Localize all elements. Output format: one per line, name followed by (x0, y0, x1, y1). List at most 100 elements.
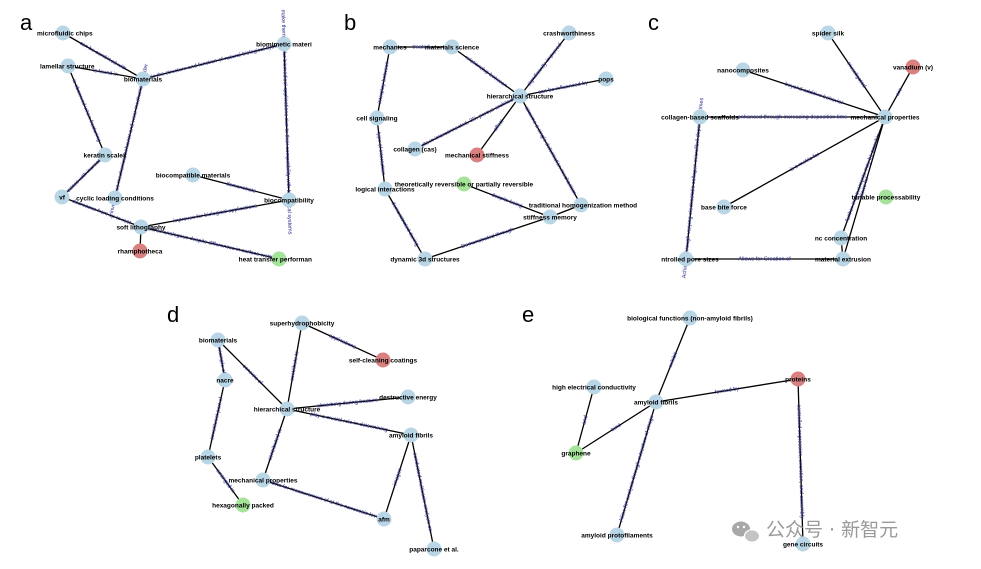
node-keratin-scales[interactable]: keratin scales (83, 147, 127, 163)
edge-label: example of (216, 346, 227, 374)
node-material-extrusion[interactable]: material extrusion (815, 251, 871, 267)
node-biocompatible-materials[interactable]: biocompatible materials (156, 167, 231, 183)
node-cyclic-loading-conditions[interactable]: cyclic loading conditions (76, 190, 154, 206)
node-gene-circuits[interactable]: gene circuits (783, 536, 823, 552)
node-mechanical-properties[interactable]: mechanical properties (851, 109, 920, 125)
node-spider-silk[interactable]: spider silk (812, 25, 845, 41)
node-biomaterials[interactable]: biomaterials (124, 71, 163, 87)
node-mechanics[interactable]: mechanics (373, 39, 407, 55)
node-traditional-homogenization-method[interactable]: traditional homogenization method (529, 197, 637, 213)
node-logical-interactions[interactable]: logical interactions (355, 181, 415, 197)
node-nanocomposites[interactable]: nanocomposites (717, 62, 769, 78)
node-dynamic-3d-structures[interactable]: dynamic 3d structures (390, 251, 460, 267)
node-tunable-processability[interactable]: tunable processability (852, 189, 921, 205)
edge-label: demonstrate (225, 181, 256, 195)
node-marker (54, 189, 70, 205)
node-crashworthiness[interactable]: crashworthiness (543, 25, 595, 41)
edge-d4-d8 (207, 379, 226, 458)
edge-a3-a4 (142, 43, 285, 80)
edge-b5-b4 (519, 78, 607, 97)
node-amyloid-fibrils[interactable]: amyloid fibrils (389, 427, 433, 443)
edge-e3-e7 (797, 378, 804, 545)
edge-a2-a3 (67, 65, 144, 80)
node-marker (426, 541, 442, 557)
edge-label: and (581, 415, 589, 425)
node-label: traditional homogenization method (529, 202, 637, 209)
edge-label: demonstrated during (390, 201, 420, 248)
edge-d6-d7 (286, 408, 412, 436)
node-biocompatibility[interactable]: biocompatibility (264, 192, 314, 208)
node-label: proteins (785, 376, 811, 383)
node-proteins[interactable]: proteins (785, 371, 811, 387)
node-label: platelets (195, 454, 222, 461)
node-destructive-energy[interactable]: destructive energy (379, 389, 437, 405)
edge-a4-a9 (283, 43, 290, 201)
node-ntrolled-pore-sizes[interactable]: ntrolled pore sizes (661, 251, 719, 267)
node-vanadium-v[interactable]: vanadium (v) (893, 59, 933, 75)
node-hierarchical-structure[interactable]: hierarchical structure (254, 401, 321, 417)
node-biomaterials[interactable]: biomaterials (199, 332, 238, 348)
node-mechanical-properties[interactable]: mechanical properties (229, 472, 298, 488)
node-biological-functions-non-amyloid-fibrils[interactable]: biological functions (non-amyloid fibril… (627, 310, 753, 326)
node-heat-transfer-performan[interactable]: heat transfer performan (239, 251, 312, 267)
node-afm[interactable]: afm (376, 511, 392, 527)
node-label: nacre (216, 377, 234, 384)
node-nc-concentration[interactable]: nc concentration (815, 230, 867, 246)
node-platelets[interactable]: platelets (195, 449, 222, 465)
edge-b12-b13 (424, 216, 551, 260)
edge-c4-c10 (842, 116, 886, 260)
node-materials-science[interactable]: materials science (425, 39, 480, 55)
node-label: afm (378, 516, 390, 523)
node-self-cleaning-coatings[interactable]: self-cleaning coatings (349, 352, 418, 368)
node-amyloid-protofilaments[interactable]: amyloid protofilaments (581, 527, 653, 543)
node-label: materials science (425, 44, 480, 51)
edge-label: play a crucial role in determining (310, 411, 388, 433)
node-theoretically-reversible-or-partially-reversible[interactable]: theoretically reversible or partially re… (395, 176, 534, 192)
node-rhamphotheca[interactable]: rhamphotheca (118, 243, 163, 259)
node-graphene[interactable]: graphene (561, 445, 591, 461)
node-label: biomaterials (124, 76, 163, 83)
nodes-layer: microfluidic chips lamellar structure biom… (37, 25, 933, 557)
edge-b7-b5 (414, 95, 521, 150)
node-mechanical-stiffness[interactable]: mechanical stiffness (445, 147, 509, 163)
node-cell-signaling[interactable]: cell signaling (356, 110, 398, 126)
node-pops[interactable]: pops (598, 71, 614, 87)
node-label: amyloid protofilaments (581, 532, 653, 539)
node-hexagonally-packed[interactable]: hexagonally packed (212, 497, 274, 513)
node-collagen-cas[interactable]: collagen (cas) (393, 141, 437, 157)
node-paparcone-et-al[interactable]: paparcone et al. (409, 541, 459, 557)
node-amyloid-fibrils[interactable]: amyloid fibrils (634, 394, 678, 410)
edge-label: beyond additive behavior (784, 81, 844, 106)
edge-label: conducted multiscale analysis on (411, 452, 433, 532)
node-nacre[interactable]: nacre (216, 372, 234, 388)
edge-label: Achieved through varying electrostatic c… (682, 97, 706, 278)
edge-label: exhibit (668, 351, 680, 368)
edge-d7-d11 (383, 434, 412, 520)
node-high-electrical-conductivity[interactable]: high electrical conductivity (552, 379, 636, 395)
edge-a7-a10 (61, 196, 142, 228)
node-soft-lithography[interactable]: soft lithography (116, 219, 166, 235)
node-marker (878, 189, 894, 205)
node-base-bite-force[interactable]: base bite force (701, 199, 747, 215)
node-label: biological functions (non-amyloid fibril… (627, 315, 753, 322)
node-marker (877, 109, 893, 125)
node-hierarchical-structure[interactable]: hierarchical structure (487, 88, 554, 104)
node-lamellar-structure[interactable]: lamellar structure (40, 58, 95, 74)
node-microfluidic-chips[interactable]: microfluidic chips (37, 25, 93, 41)
edge-label: Allows for Creation of (738, 256, 791, 262)
node-label: amyloid fibrils (389, 432, 433, 439)
node-collagen-based-scaffolds[interactable]: collagen-based scaffolds (661, 109, 739, 125)
node-label: self-cleaning coatings (349, 357, 418, 364)
edge-c3-c4 (742, 69, 886, 118)
node-biomimetic-materi[interactable]: biomimetic materi (256, 36, 312, 52)
watermark: 公众号 · 新智元 (732, 519, 898, 543)
edge-a1-a3 (62, 32, 144, 80)
node-marker (235, 497, 251, 513)
edge-label: Allow for analysis through extraction of… (619, 415, 656, 523)
node-stiffness-memory[interactable]: stiffness memory (523, 209, 577, 225)
edge-b1-b6 (376, 46, 391, 119)
edge-a3-a6 (114, 78, 144, 199)
node-superhydrophobicity[interactable]: superhydrophobicity (270, 315, 335, 331)
node-vf[interactable]: vf (54, 189, 70, 205)
